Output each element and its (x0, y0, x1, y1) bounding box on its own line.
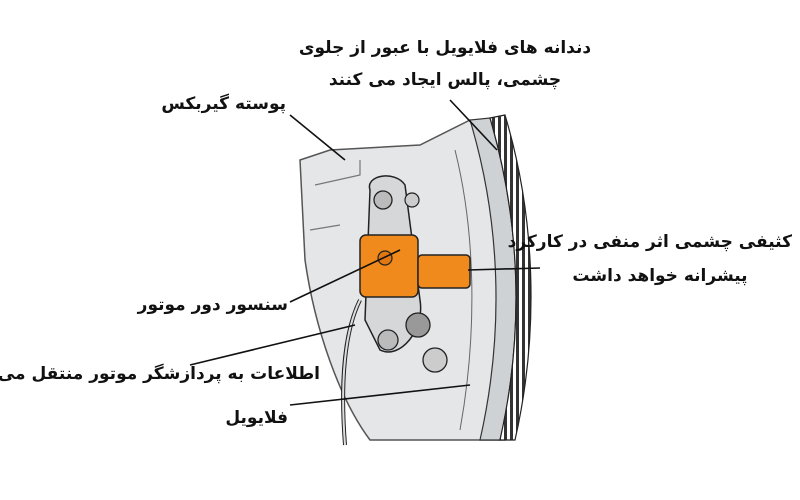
sensor-body (359, 234, 419, 298)
label-dirt-line1: کثیفی چشمی اثر منفی در کارکرد (507, 232, 792, 252)
bolt-top (373, 190, 393, 210)
housing-detail-lines (309, 160, 361, 231)
label-teeth-line1: دندانه های فلایویل با عبور از جلوی (298, 38, 592, 58)
label-dirt-line2: پیشرانه خواهد داشت (572, 266, 748, 286)
label-flywheel: فلایویل (225, 408, 288, 428)
leader-flywheel (289, 384, 471, 406)
bolt-bottom (377, 329, 399, 351)
flywheel-inner-edge (454, 149, 473, 431)
label-housing: پوسته گیربکس (161, 94, 286, 114)
sensor-bolt (377, 250, 393, 266)
leader-dirt (467, 267, 541, 271)
bolt-small (404, 192, 420, 208)
bolt-hole (405, 312, 431, 338)
label-teeth-line2: چشمی، پالس ایجاد می کنند (328, 70, 562, 90)
flywheel-teeth (489, 114, 532, 441)
leader-housing (289, 114, 346, 161)
bolt-lower-right (422, 347, 448, 373)
sensor-tip (417, 254, 471, 289)
leader-signal (189, 324, 356, 366)
label-signal: اطلاعات به پردازشگر موتور منتقل می شود (0, 364, 320, 384)
label-sensor: سنسور دور موتور (137, 295, 288, 315)
sensor-cable-highlight (342, 299, 361, 446)
leader-sensor (289, 249, 401, 303)
leader-teeth (449, 99, 498, 151)
